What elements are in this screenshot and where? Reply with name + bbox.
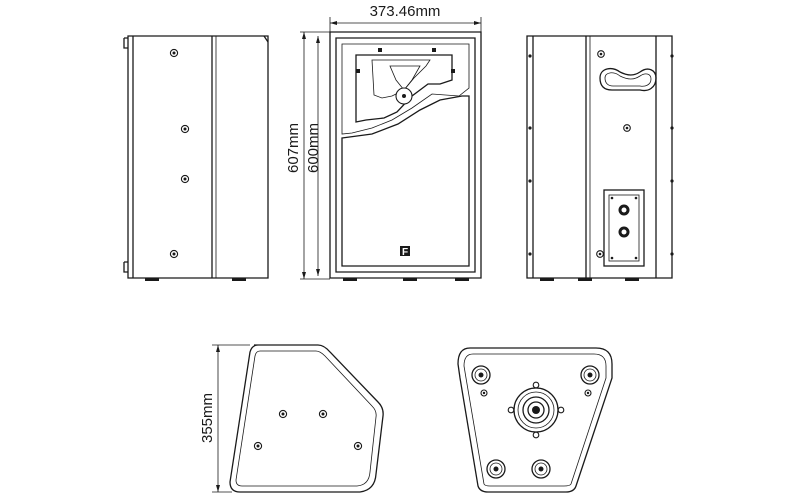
handle-cutout	[599, 67, 657, 92]
side-view-bolts	[169, 48, 190, 259]
pole-mount-socket	[507, 381, 565, 439]
width-dimension: 373.46mm	[329, 3, 482, 36]
front-foot-1	[343, 278, 357, 281]
brand-logo: F	[400, 246, 410, 258]
right-foot-3	[625, 278, 639, 281]
right-foot-1	[540, 278, 554, 281]
input-connector-panel	[603, 189, 645, 267]
front-view: 373.46mm 607mm 600mm	[285, 3, 482, 281]
bottom-view	[457, 347, 613, 493]
height-inner-label: 600mm	[305, 123, 322, 173]
bottom-feet	[471, 365, 600, 479]
width-label: 373.46mm	[370, 3, 441, 20]
right-foot-2	[578, 278, 592, 281]
depth-label: 355mm	[199, 393, 216, 443]
depth-dimension: 355mm	[199, 344, 250, 493]
top-view-bolts	[253, 409, 363, 451]
front-foot-2	[403, 278, 417, 281]
side-foot-left	[145, 278, 159, 281]
height-outer-label: 607mm	[285, 123, 302, 173]
horn-driver	[355, 48, 455, 123]
front-foot-3	[455, 278, 469, 281]
right-side-bolts	[596, 50, 631, 258]
right-edge-studs	[528, 54, 674, 256]
logo-mark: F	[402, 247, 408, 258]
side-view-right	[526, 35, 674, 281]
height-dimensions: 607mm 600mm	[285, 31, 330, 280]
top-view: 355mm	[199, 344, 384, 493]
side-foot-right	[232, 278, 246, 281]
bottom-small-bolts	[480, 389, 592, 397]
side-view-left	[123, 35, 269, 281]
